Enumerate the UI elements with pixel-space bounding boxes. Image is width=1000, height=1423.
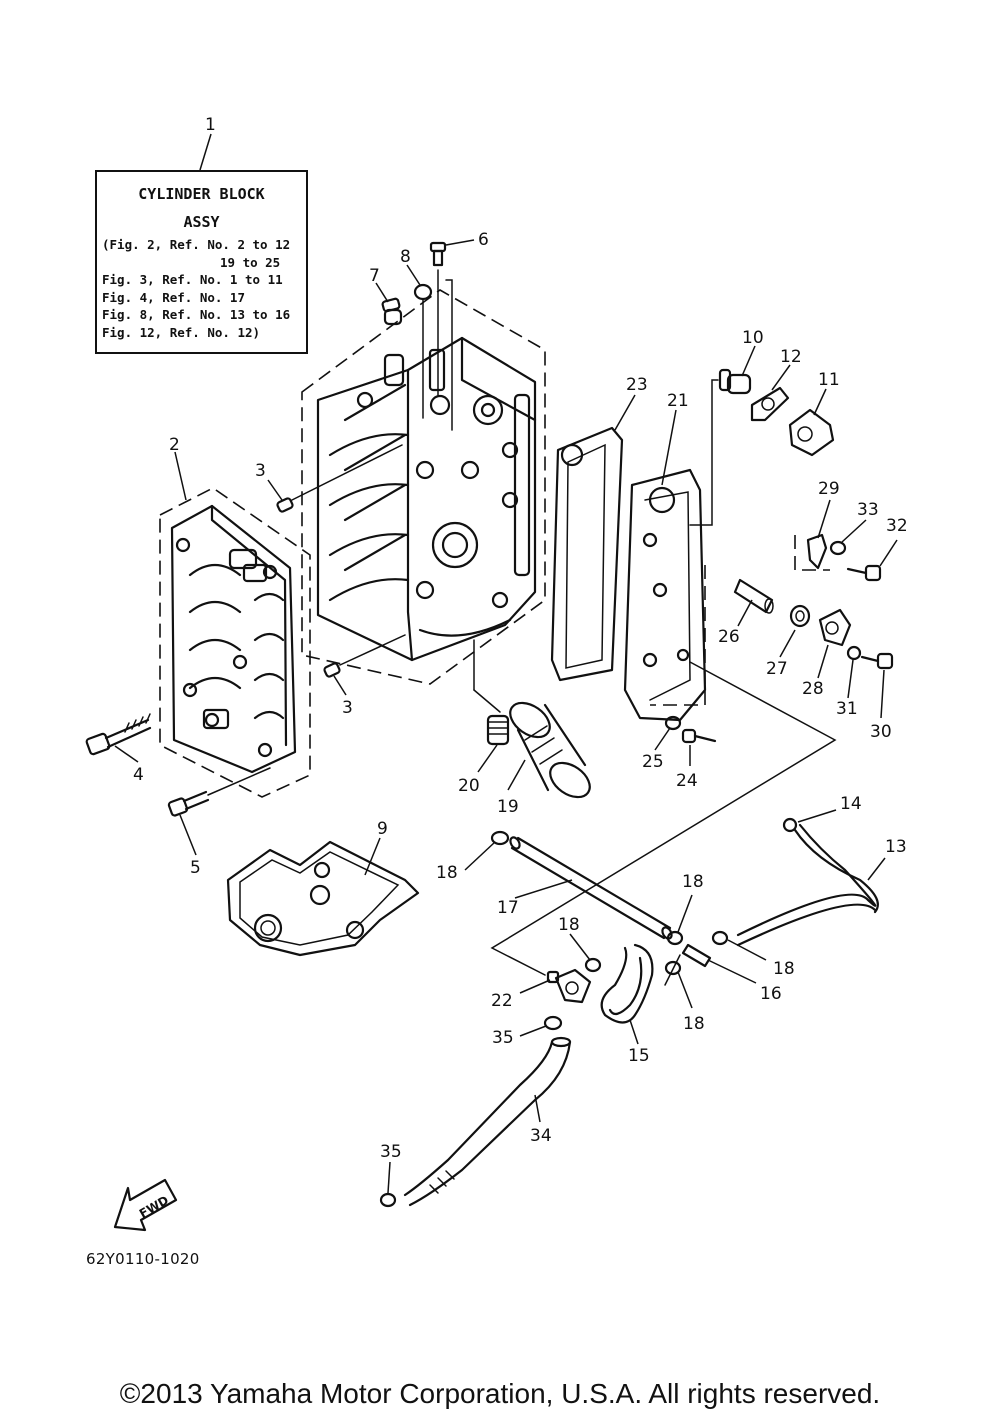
washer-part: [846, 645, 862, 661]
oil-filter-part: [509, 701, 591, 799]
bolt-part: [85, 713, 152, 756]
callout-25: 25: [642, 752, 664, 772]
callout-12: 12: [780, 347, 802, 367]
callout-20: 20: [458, 776, 480, 796]
callout-7: 7: [369, 266, 380, 286]
callout-31: 31: [836, 699, 858, 719]
callout-1: 1: [205, 115, 216, 135]
dashed-guide-line: [650, 565, 706, 706]
hose-fitting-part: [546, 968, 592, 1004]
assy-note-line: Fig. 3, Ref. No. 1 to 11: [102, 272, 283, 287]
thermostat-part: [718, 368, 752, 395]
callout-21: 21: [667, 391, 689, 411]
assy-note-line: 19 to 25: [220, 254, 281, 270]
cylinder-block-part: [316, 336, 537, 662]
cylinder-block-assembly-outline: [301, 289, 546, 685]
callout-5: 5: [190, 858, 201, 878]
callout-22: 22: [491, 991, 513, 1011]
union-bolt-part: [486, 714, 510, 746]
callout-34: 34: [530, 1126, 552, 1146]
callout-14: 14: [840, 794, 862, 814]
callout-32: 32: [886, 516, 908, 536]
washer-part: [413, 283, 433, 301]
grommet-part: [789, 604, 811, 628]
callout-6: 6: [478, 230, 489, 250]
hose-clip-part: [379, 830, 729, 1208]
callout-18: 18: [683, 1014, 705, 1034]
callout-35: 35: [492, 1028, 514, 1048]
forward-direction-arrow-icon: FWD: [113, 1178, 178, 1232]
callout-29: 29: [818, 479, 840, 499]
callout-11: 11: [818, 370, 840, 390]
hose-part: [736, 823, 879, 947]
callout-24: 24: [676, 771, 698, 791]
callout-10: 10: [742, 328, 764, 348]
dowel-pin-part: [323, 662, 341, 678]
assy-title-line: CYLINDER BLOCK: [138, 185, 265, 203]
hose-part: [403, 1036, 572, 1207]
sensor-fitting-part: [818, 608, 852, 647]
bolt-part: [429, 241, 447, 267]
gasket-part: [226, 840, 420, 957]
callout-13: 13: [885, 837, 907, 857]
assy-reference-notes: (Fig. 2, Ref. No. 2 to 12 19 to 25 Fig. …: [102, 236, 306, 341]
assy-note-line: (Fig. 2, Ref. No. 2 to 12: [102, 237, 291, 252]
crankcase-assembly-outline: [159, 487, 311, 798]
svg-text:FWD: FWD: [137, 1193, 171, 1221]
thermostat-cover-part: [788, 408, 835, 457]
callout-28: 28: [802, 679, 824, 699]
hose-part: [509, 836, 673, 940]
callout-16: 16: [760, 984, 782, 1004]
callout-2: 2: [169, 435, 180, 455]
callout-23: 23: [626, 375, 648, 395]
dowel-pin-part: [276, 497, 294, 513]
anode-part: [733, 578, 774, 614]
callout-8: 8: [400, 247, 411, 267]
callout-3: 3: [342, 698, 353, 718]
hose-joint-part: [681, 943, 712, 968]
cover-part: [623, 468, 707, 722]
dashed-guide-line: [794, 535, 830, 571]
leader-lines: [114, 133, 898, 1194]
assy-note-line: Fig. 12, Ref. No. 12): [102, 324, 261, 340]
callout-3: 3: [255, 461, 266, 481]
callout-26: 26: [718, 627, 740, 647]
callout-numbers: 1 2 3 3 4 5 6 7 8 9 10 11 12 13 14 15 16…: [133, 115, 908, 1162]
washer-part: [829, 540, 847, 556]
cover-gasket-part: [550, 426, 624, 682]
bolt-part: [681, 728, 717, 744]
assy-note-line: Fig. 8, Ref. No. 13 to 16: [102, 307, 291, 322]
assy-note-line: Fig. 4, Ref. No. 17: [102, 289, 245, 305]
diagram-code: 62Y0110-1020: [86, 1250, 200, 1268]
callout-18: 18: [682, 872, 704, 892]
bracket-part: [806, 533, 828, 570]
bolt-part: [167, 767, 271, 817]
callout-19: 19: [497, 797, 519, 817]
callout-30: 30: [870, 722, 892, 742]
callout-17: 17: [497, 898, 519, 918]
crankcase-part: [170, 504, 297, 774]
callout-27: 27: [766, 659, 788, 679]
callout-35: 35: [380, 1142, 402, 1162]
callout-18: 18: [773, 959, 795, 979]
copyright-notice: ©2013 Yamaha Motor Corporation, U.S.A. A…: [119, 1378, 881, 1409]
callout-18: 18: [436, 863, 458, 883]
callout-18: 18: [558, 915, 580, 935]
washer-part: [664, 715, 682, 731]
callout-9: 9: [377, 819, 388, 839]
hose-part: [600, 943, 654, 1024]
bolt-part: [860, 652, 894, 670]
hose-end-cap-part: [782, 817, 798, 833]
plug-part: [381, 297, 403, 326]
callout-33: 33: [857, 500, 879, 520]
callout-15: 15: [628, 1046, 650, 1066]
thermostat-gasket-part: [750, 386, 790, 422]
bolt-part: [846, 564, 882, 582]
callout-4: 4: [133, 765, 144, 785]
cylinder-block-assy-note-box: CYLINDER BLOCK ASSY (Fig. 2, Ref. No. 2 …: [95, 170, 308, 354]
assy-title: CYLINDER BLOCK ASSY: [97, 180, 306, 236]
assy-title-line: ASSY: [183, 213, 220, 231]
